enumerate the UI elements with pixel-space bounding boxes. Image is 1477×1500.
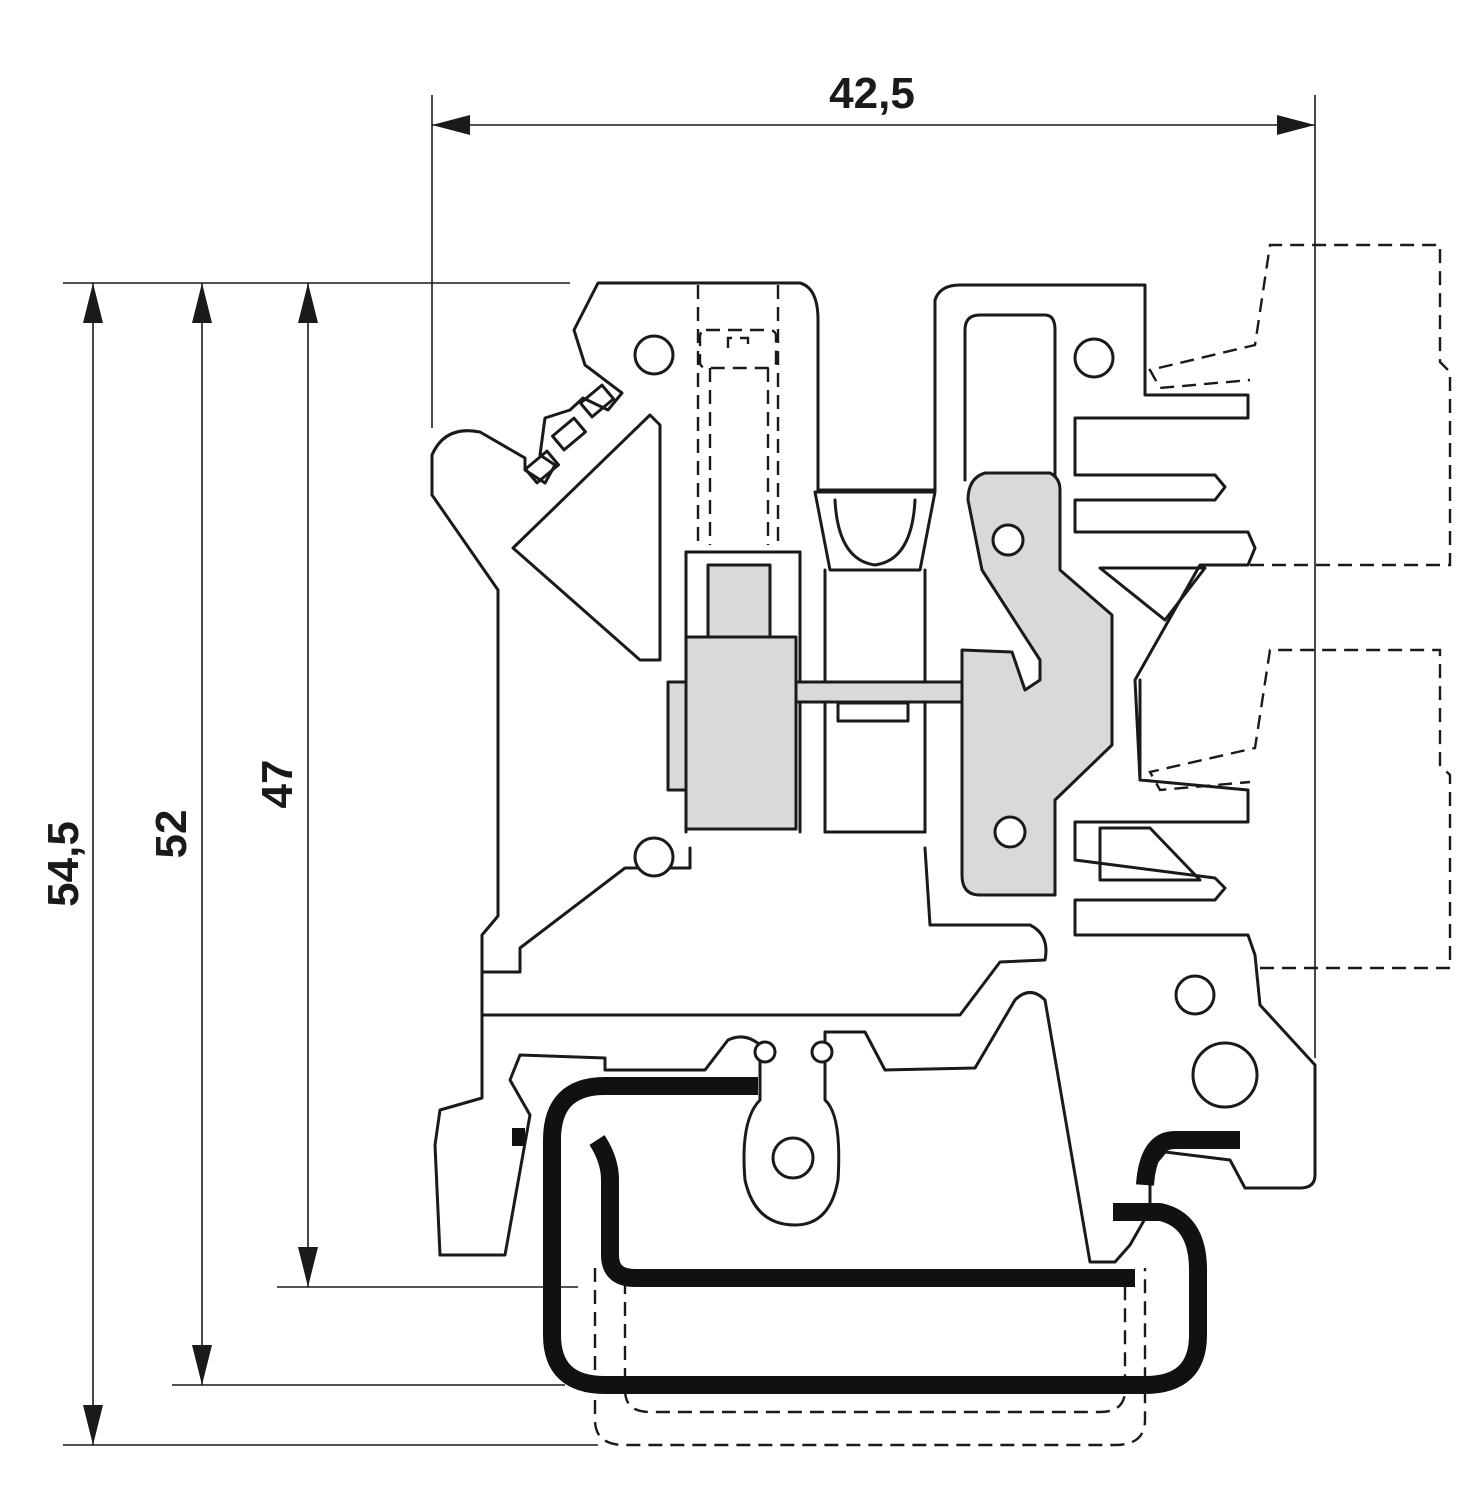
contact-rivet-top [991, 523, 1025, 557]
clamp-screw [696, 285, 780, 639]
left-inner-window [511, 413, 662, 662]
contact-spring-plate [960, 471, 1114, 897]
height-middle-dimension: 52 [147, 283, 565, 1386]
clamp-block [684, 635, 798, 831]
plug-outlines-dashed [1148, 243, 1452, 970]
lower-plug-outline [1148, 648, 1452, 970]
mounting-hole-top-right [1073, 337, 1115, 379]
width-arrow-right [1277, 115, 1315, 135]
height-outer-arrow-top [83, 283, 103, 323]
terminal-housing [430, 281, 1317, 1264]
lower-socket-triangle [1098, 826, 1202, 882]
contact-rivet-bottom [993, 815, 1027, 849]
height-outer-dimension: 54,5 [39, 282, 598, 1446]
serration-1 [523, 449, 561, 485]
height-inner-dimension-label: 47 [253, 760, 302, 809]
din-rail-outline-1 [593, 1268, 1147, 1447]
width-dimension: 42,5 [431, 69, 1316, 1058]
screw-body [706, 563, 772, 639]
clamp-side-tab [666, 680, 688, 792]
din-rail-right-lip [1136, 1131, 1240, 1186]
height-middle-dimension-label: 52 [147, 810, 196, 859]
width-arrow-left [432, 115, 470, 135]
mounting-hole-bottom-right-large [1191, 1041, 1259, 1109]
serration-2 [550, 416, 588, 452]
lower-left-rib [480, 846, 692, 974]
height-middle-arrow-bottom [192, 1345, 212, 1385]
upper-plug-outline [1148, 243, 1452, 567]
top-left-serrations [523, 383, 616, 485]
screw-slot-dashed [726, 336, 750, 348]
din-rail-outline-2 [623, 1280, 1127, 1414]
din-rail [512, 1077, 1240, 1394]
height-inner-dimension: 47 [253, 283, 578, 1288]
mounting-hole-bottom-right-small [1174, 974, 1216, 1016]
height-outer-arrow-bottom [83, 1405, 103, 1445]
serration-3 [578, 383, 616, 419]
screw-head-dashed [698, 328, 778, 370]
width-dimension-label: 42,5 [829, 69, 915, 118]
lower-left-floor [480, 846, 1048, 1017]
mounting-hole-mid-left [633, 836, 675, 878]
din-rail-dashed-outlines [593, 1268, 1147, 1447]
wire-entry-funnel [813, 490, 937, 572]
clamp-body [666, 635, 1014, 831]
din-rail-inner [589, 1135, 1135, 1287]
din-rail-outer [543, 1077, 1207, 1394]
height-inner-arrow-top [298, 283, 318, 323]
upper-socket-triangle [1098, 566, 1207, 622]
foot-hole-left [753, 1040, 777, 1064]
height-inner-arrow-bottom [298, 1247, 318, 1287]
right-contact-cavity [963, 313, 1057, 827]
foot-hole-right [810, 1040, 834, 1064]
wire-entry-funnel-inner [833, 498, 917, 567]
mounting-hole-top-left [633, 334, 675, 376]
height-middle-arrow-top [192, 283, 212, 323]
height-outer-dimension-label: 54,5 [39, 821, 88, 907]
housing-outer-contour [430, 281, 1317, 1264]
funnel-slot [836, 701, 910, 723]
mounting-hole-bottom-center [771, 1136, 815, 1180]
contact-spring [960, 471, 1114, 897]
